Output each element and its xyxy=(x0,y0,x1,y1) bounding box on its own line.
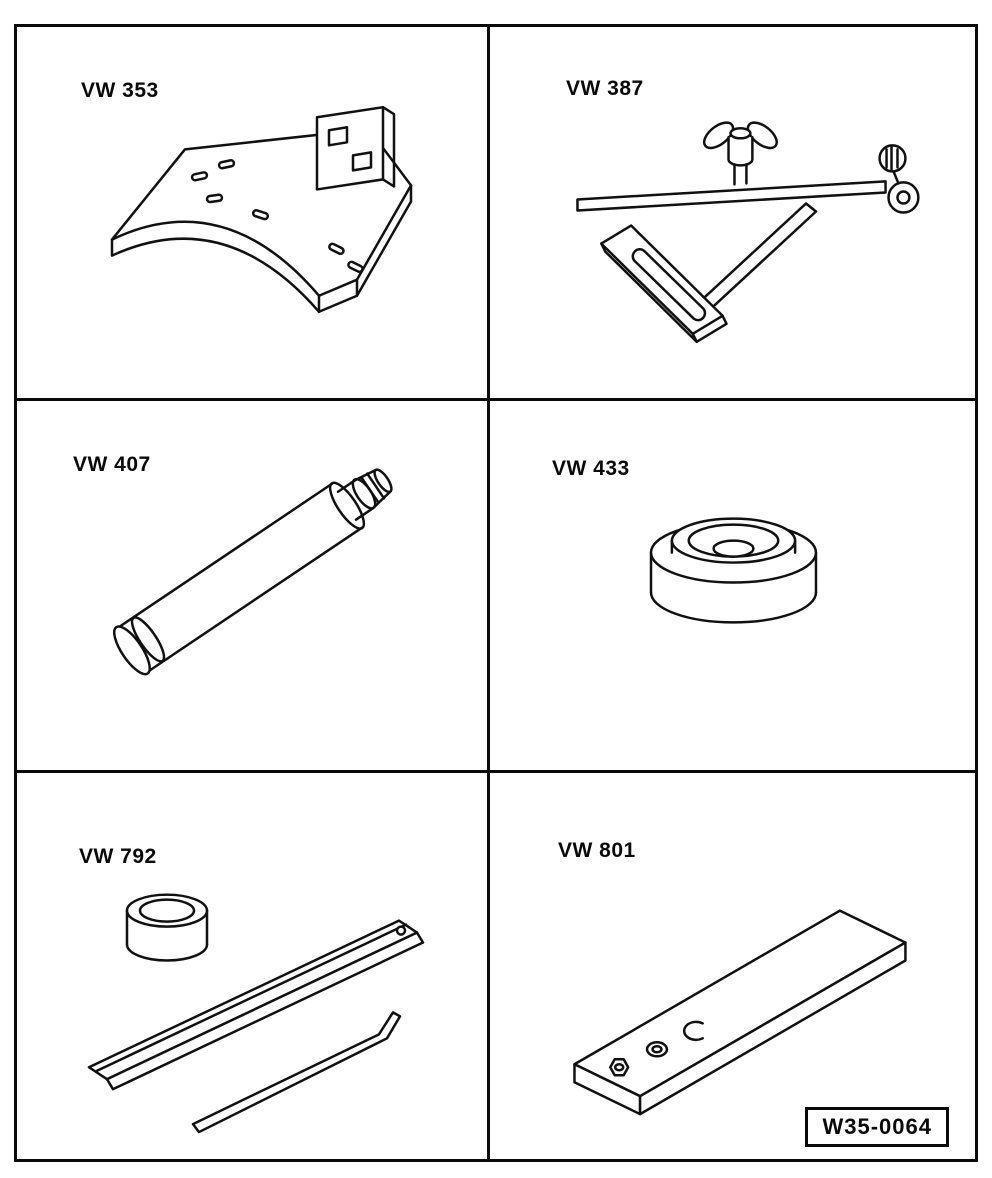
tool-cell-vw-407: VW 407 xyxy=(17,401,490,773)
tool-label-vw-801: VW 801 xyxy=(558,839,636,862)
tool-illustration-vw-387 xyxy=(576,121,920,344)
tool-cell-vw-433: VW 433 xyxy=(490,401,975,773)
tool-cell-vw-801: VW 801 W35-0064 xyxy=(490,773,975,1159)
tool-illustration-vw-792 xyxy=(87,893,425,1134)
tool-illustration-vw-801 xyxy=(573,909,907,1116)
tool-label-vw-407: VW 407 xyxy=(73,453,151,476)
figure-code: W35-0064 xyxy=(822,1114,932,1139)
tool-cell-vw-387: VW 387 xyxy=(490,27,975,401)
tool-label-vw-792: VW 792 xyxy=(79,845,157,868)
figure-code-box: W35-0064 xyxy=(805,1107,949,1147)
tool-label-vw-433: VW 433 xyxy=(552,457,630,480)
tool-label-vw-387: VW 387 xyxy=(566,77,644,100)
tool-illustration-vw-433 xyxy=(649,517,818,624)
tool-cell-vw-353: VW 353 xyxy=(17,27,490,401)
tool-illustration-vw-353 xyxy=(110,105,413,314)
tool-cell-vw-792: VW 792 xyxy=(17,773,490,1159)
tool-illustration-vw-407 xyxy=(113,468,393,676)
tool-grid-frame: VW 353 VW 387 xyxy=(14,24,978,1162)
tool-label-vw-353: VW 353 xyxy=(81,79,159,102)
